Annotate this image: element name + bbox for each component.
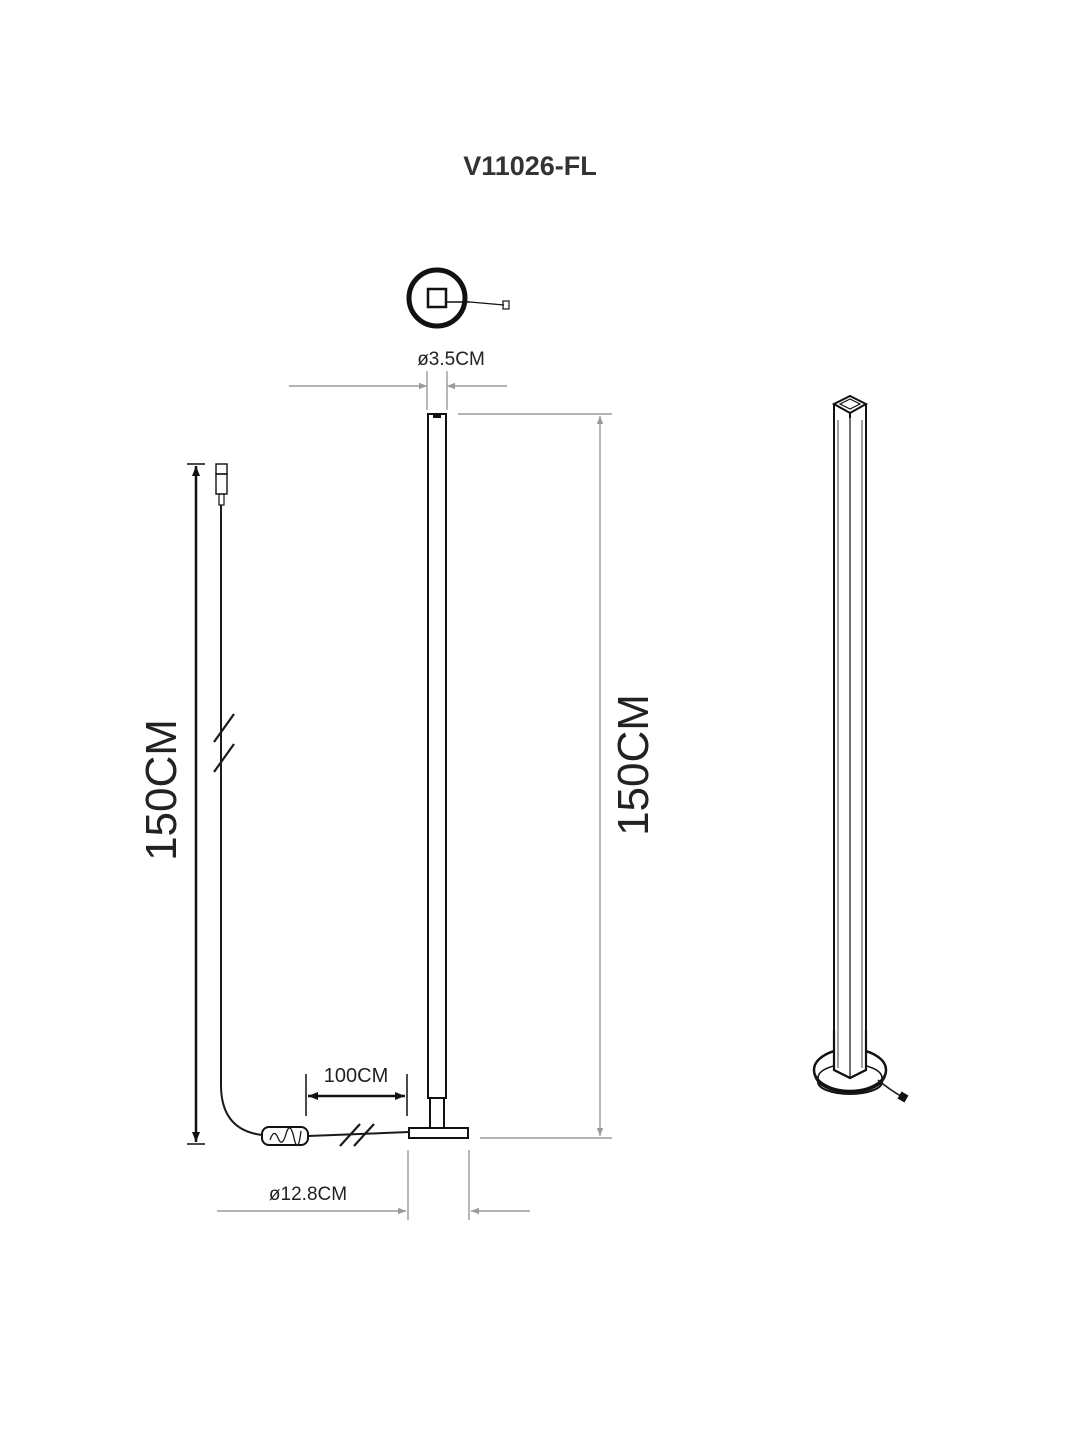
switch-distance-label: 100CM xyxy=(324,1065,388,1087)
model-title: V11026-FL xyxy=(463,151,597,181)
top-diameter-label: ø3.5CM xyxy=(417,349,485,370)
cord-length-dimension: 150CM xyxy=(137,463,205,1145)
lamp-height-dimension: 150CM xyxy=(458,413,658,1139)
lamp-perspective-view xyxy=(812,394,909,1103)
top-view xyxy=(406,267,510,329)
switch-distance-dimension: 100CM xyxy=(305,1065,408,1116)
lamp-height-label: 150CM xyxy=(609,694,658,836)
base-diameter-dimension: ø12.8CM xyxy=(217,1150,530,1220)
power-cord xyxy=(213,463,410,1147)
top-diameter-dimension: ø3.5CM xyxy=(289,349,507,410)
cord-length-label: 150CM xyxy=(137,719,186,861)
base-diameter-label: ø12.8CM xyxy=(269,1184,347,1205)
lamp-side-view xyxy=(408,413,469,1139)
